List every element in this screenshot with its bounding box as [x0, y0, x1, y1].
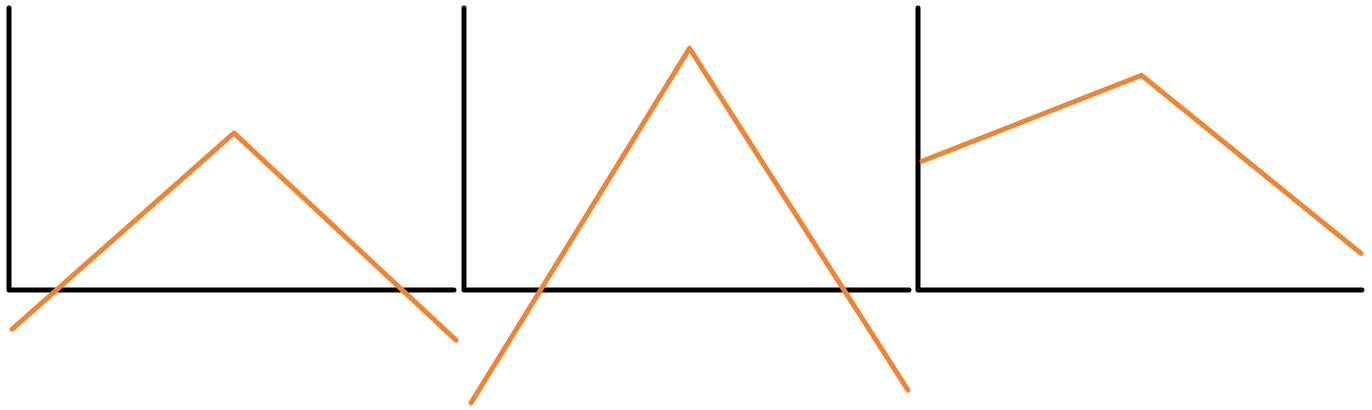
series-line [468, 45, 911, 406]
chart-panel-1 [6, 5, 459, 343]
series-line [9, 130, 459, 343]
chart-panel-2 [461, 5, 912, 406]
chart-panel-3 [915, 5, 1365, 293]
series-line [919, 72, 1364, 256]
